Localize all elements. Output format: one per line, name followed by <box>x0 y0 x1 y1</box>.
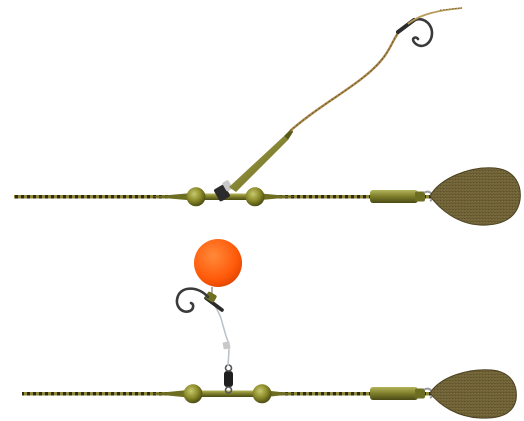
rig-bead-right <box>246 187 265 206</box>
lead-clip-tube <box>370 190 418 203</box>
lead-clip-tube <box>370 387 418 400</box>
bottom-rig <box>22 239 516 418</box>
tail-rubber-left <box>150 193 192 201</box>
rig-swivel <box>224 365 233 393</box>
hooklink-braid <box>290 28 402 131</box>
rig-bead-left <box>184 384 203 403</box>
tail-rubber-left <box>150 390 188 398</box>
rig-bead-right <box>253 384 272 403</box>
bottom-hook <box>177 289 208 312</box>
pop-up-bait <box>194 239 242 287</box>
top-hook <box>412 19 432 46</box>
hair-rig-tag <box>408 8 462 24</box>
rig-bead-left <box>187 187 206 206</box>
anti-tangle-sleeve <box>229 136 288 192</box>
lead-weight <box>430 370 516 418</box>
lead-weight <box>430 168 520 225</box>
top-rig <box>14 8 520 225</box>
